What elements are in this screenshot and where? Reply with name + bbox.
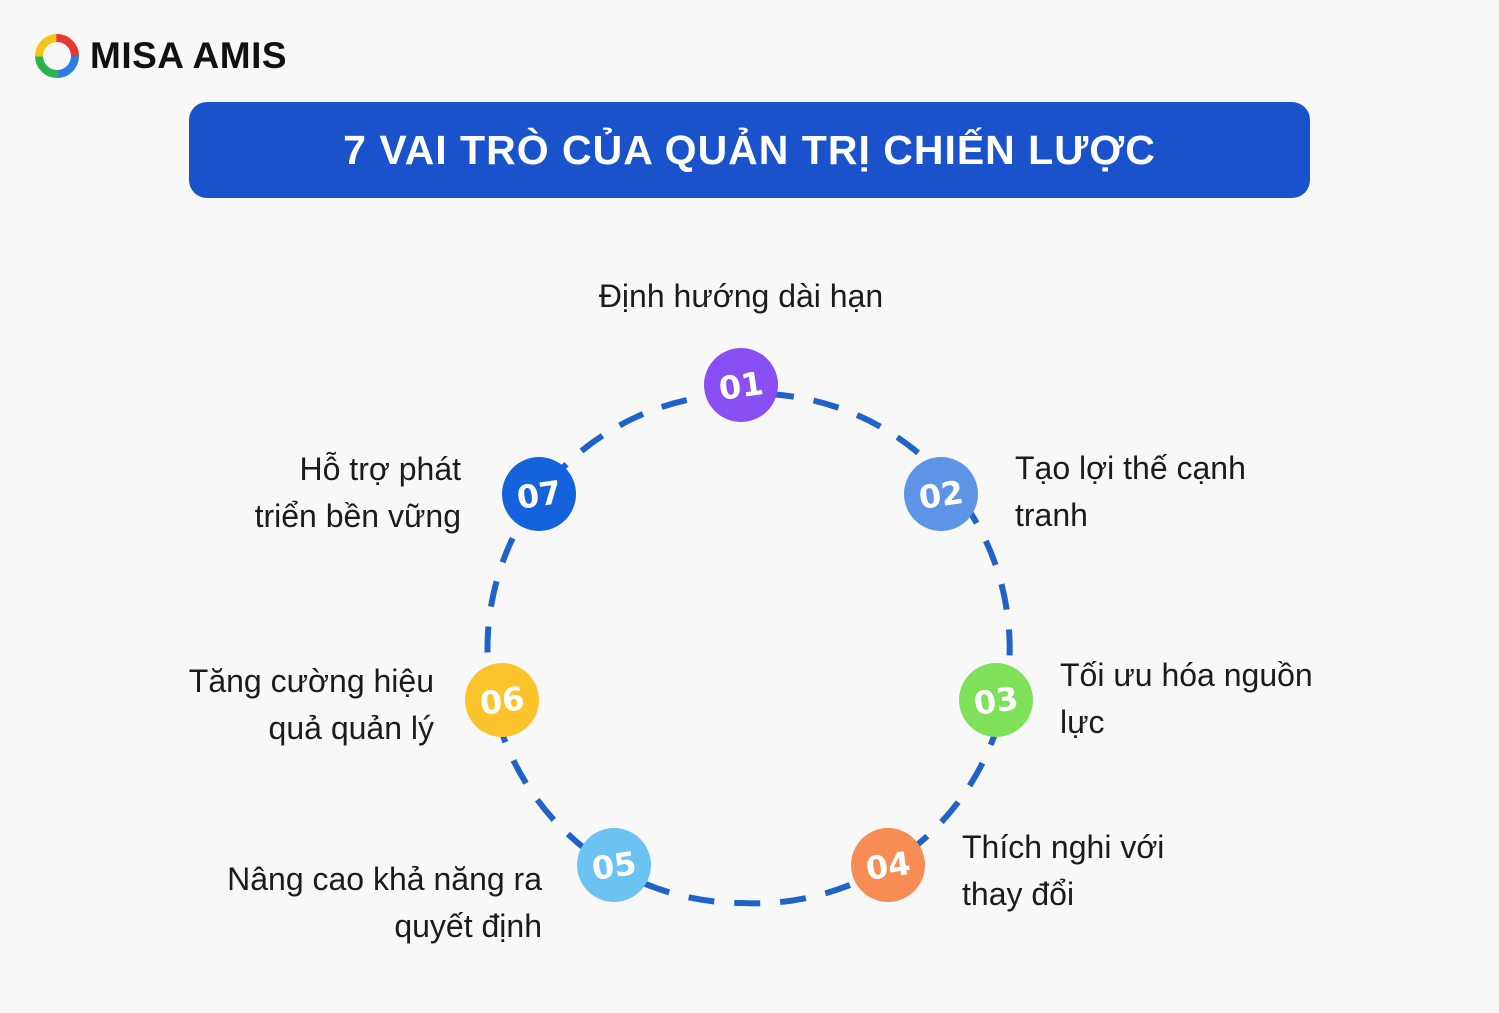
step-label-02-line1: Tạo lợi thế cạnh bbox=[1015, 450, 1246, 486]
step-circle-07 bbox=[502, 457, 576, 531]
step-label-02-line2: tranh bbox=[1015, 497, 1088, 533]
step-number-06: 06 bbox=[477, 679, 526, 723]
step-badge-05: 05 bbox=[577, 828, 651, 902]
step-label-05-line2: quyết định bbox=[394, 908, 542, 944]
step-number-02: 02 bbox=[916, 473, 965, 517]
step-label-04-line1: Thích nghi với bbox=[962, 829, 1165, 865]
page-title: 7 VAI TRÒ CỦA QUẢN TRỊ CHIẾN LƯỢC bbox=[343, 126, 1156, 173]
step-label-02: Tạo lợi thế cạnh tranh bbox=[1015, 445, 1345, 539]
step-badge-03: 03 bbox=[959, 663, 1033, 737]
brand: MISA AMIS bbox=[32, 30, 287, 82]
title-banner: 7 VAI TRÒ CỦA QUẢN TRỊ CHIẾN LƯỢC bbox=[189, 102, 1310, 198]
step-circle-04 bbox=[851, 828, 925, 902]
step-label-07-line1: Hỗ trợ phát bbox=[299, 451, 462, 487]
step-label-07: Hỗ trợ phát triển bền vững bbox=[130, 446, 461, 540]
step-circle-06 bbox=[465, 663, 539, 737]
step-circle-03 bbox=[959, 663, 1033, 737]
brand-name: MISA AMIS bbox=[90, 35, 288, 76]
step-label-07-line2: triển bền vững bbox=[254, 498, 461, 534]
step-label-05-line1: Nâng cao khả năng ra bbox=[227, 861, 542, 897]
step-badge-07: 07 bbox=[502, 457, 576, 531]
step-label-03: Tối ưu hóa nguồn lực bbox=[1060, 652, 1390, 746]
misa-amis-logo-icon bbox=[35, 34, 79, 78]
step-number-05: 05 bbox=[589, 844, 638, 888]
step-label-06-line1: Tăng cường hiệu bbox=[188, 663, 434, 699]
step-label-04-line2: thay đổi bbox=[962, 876, 1075, 912]
step-label-01: Định hướng dài hạn bbox=[541, 273, 941, 320]
step-number-04: 04 bbox=[863, 844, 912, 888]
step-number-01: 01 bbox=[716, 364, 765, 408]
step-label-05: Nâng cao khả năng ra quyết định bbox=[140, 856, 542, 950]
step-label-04: Thích nghi với thay đổi bbox=[962, 824, 1292, 918]
step-circle-01 bbox=[704, 348, 778, 422]
step-label-03-line2: lực bbox=[1060, 704, 1105, 740]
step-number-07: 07 bbox=[514, 473, 563, 517]
step-number-03: 03 bbox=[971, 679, 1020, 723]
step-badge-01: 01 bbox=[704, 348, 778, 422]
step-circle-05 bbox=[577, 828, 651, 902]
step-label-01-line1: Định hướng dài hạn bbox=[598, 278, 884, 314]
step-badge-02: 02 bbox=[904, 457, 978, 531]
step-label-06-line2: quả quản lý bbox=[268, 710, 434, 746]
step-badge-06: 06 bbox=[465, 663, 539, 737]
step-label-06: Tăng cường hiệu quả quản lý bbox=[100, 658, 434, 752]
step-badge-04: 04 bbox=[851, 828, 925, 902]
step-circle-02 bbox=[904, 457, 978, 531]
step-label-03-line1: Tối ưu hóa nguồn bbox=[1060, 657, 1313, 693]
